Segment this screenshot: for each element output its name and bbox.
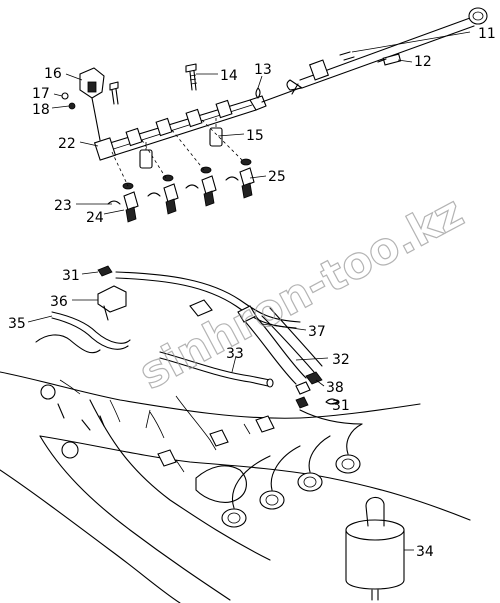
callout-38: 38 [326, 380, 344, 396]
clamp-38 [295, 371, 323, 395]
callout-23: 23 [54, 198, 72, 214]
clip-31-top [97, 265, 113, 277]
fuel-pipe-11 [261, 7, 488, 103]
clip-31-bottom [295, 396, 339, 409]
callout-15: 15 [246, 128, 264, 144]
callout-22: 22 [58, 136, 76, 152]
callout-34: 34 [416, 544, 434, 560]
injector-guide-lines [111, 119, 245, 187]
callout-18: 18 [32, 102, 50, 118]
callout-32: 32 [332, 352, 350, 368]
injectors-24 [123, 167, 255, 223]
callout-14: 14 [220, 68, 238, 84]
engine-block [0, 371, 471, 603]
bolt-left [109, 81, 119, 105]
nut-18 [68, 102, 76, 110]
callouts: 11 12 13 14 15 16 17 18 22 23 24 25 31 3… [8, 26, 496, 560]
callout-35: 35 [8, 316, 26, 332]
fuel-rail-22 [93, 95, 267, 161]
washer-17 [61, 92, 69, 100]
callout-24: 24 [86, 210, 104, 226]
callout-16: 16 [44, 66, 62, 82]
callout-31-bottom: 31 [332, 398, 350, 414]
callout-25: 25 [268, 169, 286, 185]
leader-lines [27, 31, 471, 551]
clips-23 [107, 176, 239, 205]
bracket-36 [97, 285, 127, 321]
callout-33: 33 [226, 346, 244, 362]
canister-34 [345, 496, 405, 601]
connector-12 [377, 53, 402, 66]
bolt-14 [185, 63, 198, 91]
clip-13 [255, 87, 261, 99]
hose-33 [159, 351, 274, 388]
callout-37: 37 [308, 324, 326, 340]
callout-36: 36 [50, 294, 68, 310]
watermark: sinhron-too.kz [131, 186, 471, 399]
dampers-15 [139, 118, 223, 169]
pressure-sensor-16 [79, 67, 105, 141]
callout-17: 17 [32, 86, 50, 102]
hose-35 [35, 311, 131, 354]
callout-12: 12 [414, 54, 432, 70]
callout-31-top: 31 [62, 268, 80, 284]
callout-13: 13 [254, 62, 272, 78]
hose-32-37 [189, 299, 323, 385]
ignition-coils [157, 409, 363, 528]
callout-11: 11 [478, 26, 496, 42]
seals-25 [122, 158, 252, 190]
